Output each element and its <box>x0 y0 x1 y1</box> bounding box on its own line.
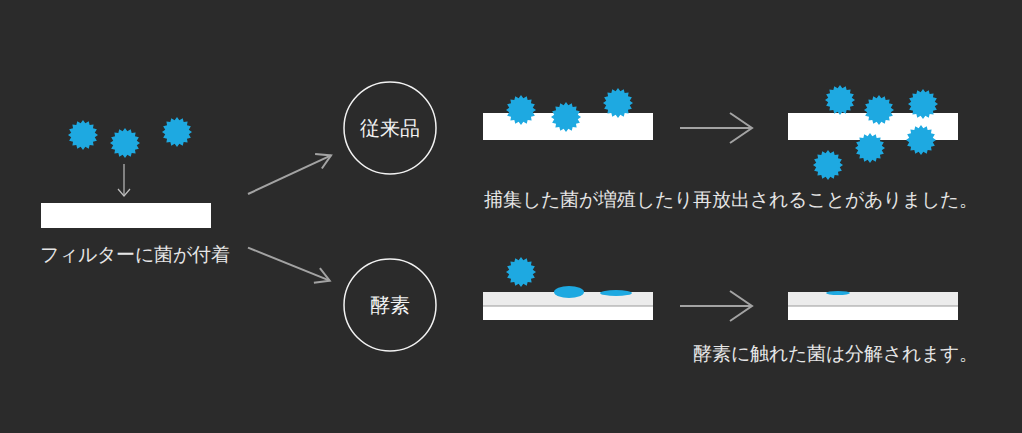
note-text: 捕集した菌が増殖したり再放出されることがありました。 <box>484 187 978 213</box>
circle-outline <box>344 82 436 174</box>
flow-line <box>248 155 331 194</box>
filter-caption: フィルターに菌が付着 <box>40 242 230 268</box>
enzyme-layer <box>788 292 958 306</box>
decomposing-germ <box>600 290 632 296</box>
filter-bar <box>788 292 958 320</box>
filter-bar <box>41 203 211 228</box>
germ <box>906 125 936 155</box>
flow-arrow <box>248 248 330 283</box>
germ <box>855 133 885 163</box>
process-arrow <box>680 113 752 143</box>
category-circle: 酵素 <box>343 258 437 352</box>
decomposing-germ <box>554 286 584 298</box>
down-arrow <box>118 164 130 196</box>
process-arrow <box>680 291 752 321</box>
flow-arrow <box>248 154 331 194</box>
circle-outline <box>344 259 436 351</box>
germ <box>813 150 843 180</box>
filter-node: フィルターに菌が付着 <box>36 200 234 270</box>
circle-label: 酵素 <box>370 292 410 319</box>
arrow-head <box>314 268 330 283</box>
arrow-head <box>315 154 331 169</box>
germ <box>110 128 140 158</box>
germ <box>68 120 98 150</box>
germ <box>506 95 536 125</box>
note-text: 酵素に触れた菌は分解されます。 <box>693 341 978 367</box>
germ <box>551 102 581 132</box>
layer-line <box>483 306 653 307</box>
germ <box>825 85 855 115</box>
germ <box>162 117 192 147</box>
layer-line <box>788 306 958 307</box>
circle-label: 従来品 <box>360 115 420 142</box>
category-circle: 従来品 <box>343 81 437 175</box>
flow-line <box>248 248 330 281</box>
germ <box>908 89 938 119</box>
germ <box>506 257 536 287</box>
germ <box>603 88 633 118</box>
germ <box>864 95 894 125</box>
decomposing-germ <box>826 291 850 295</box>
